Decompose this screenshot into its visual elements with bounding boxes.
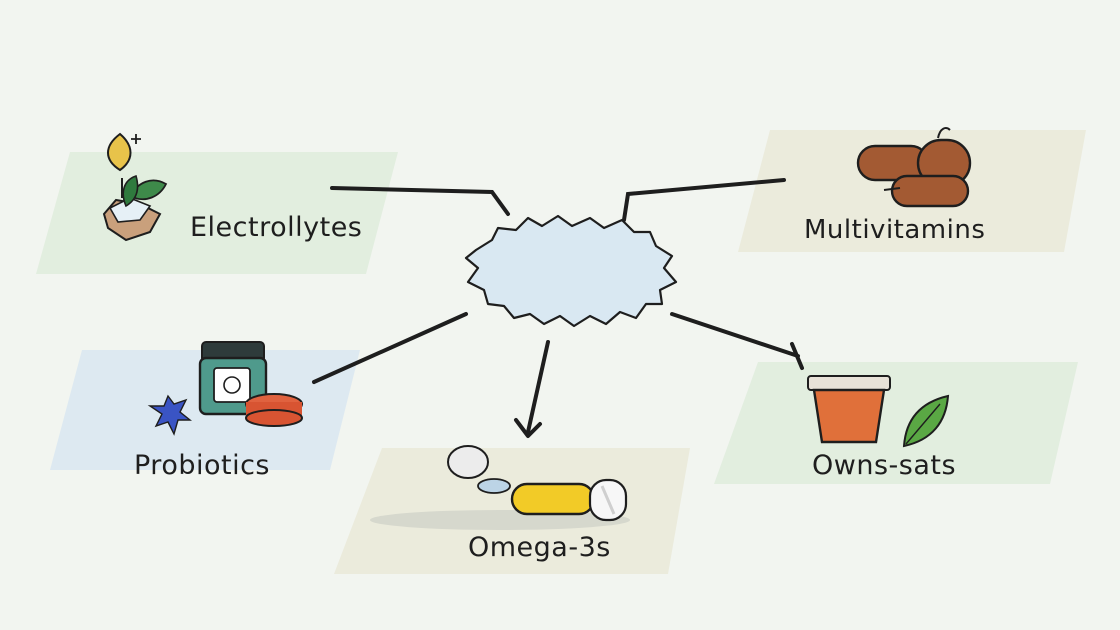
cloud-burst-icon [464, 214, 678, 328]
omega-capsule-icon [370, 445, 630, 530]
node-label-omega: Omega-3s [468, 532, 611, 563]
connector-probiotics [312, 312, 468, 384]
capsules-icon [856, 127, 972, 208]
panel-ownssats [714, 362, 1078, 484]
connector-electrolytes [330, 186, 510, 216]
arrowhead-omega [514, 418, 542, 438]
connector-ownssats [670, 312, 800, 358]
leaf-drop-icon [102, 132, 168, 242]
connector-ownssats-endcap [790, 342, 804, 370]
probiotic-jar-icon [147, 341, 303, 436]
connector-omega [526, 340, 550, 434]
node-label-electrolytes: Electrollytes [190, 212, 363, 243]
connector-multivitamins [622, 178, 786, 222]
cup-leaf-icon [807, 375, 950, 448]
node-label-ownssats: Owns-sats [812, 450, 957, 481]
node-label-multivitamins: Multivitamins [804, 215, 986, 245]
node-label-probiotics: Probiotics [134, 450, 270, 481]
